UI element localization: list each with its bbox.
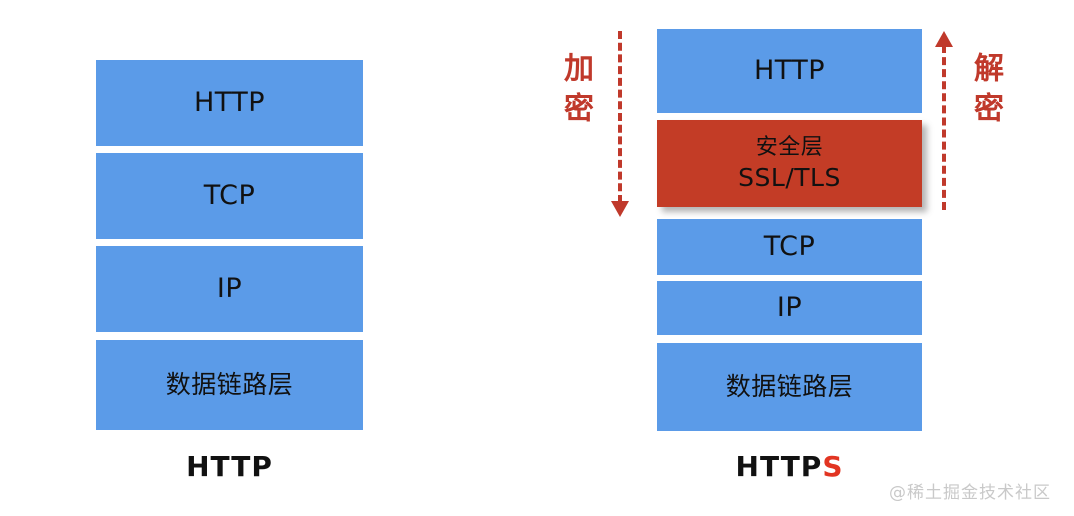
left-layer-tcp-label: TCP	[203, 180, 256, 212]
decrypt-arrow-line	[942, 45, 946, 210]
decrypt-arrow-head-icon	[935, 31, 953, 47]
right-layer-tcp: TCP	[657, 219, 922, 275]
watermark-text: @稀土掘金技术社区	[889, 483, 1051, 503]
left-layer-http: HTTP	[96, 60, 363, 146]
left-layer-http-label: HTTP	[193, 87, 266, 119]
right-layer-data-link: 数据链路层	[657, 343, 922, 431]
right-layer-http: HTTP	[657, 29, 922, 113]
left-layer-data-link: 数据链路层	[96, 340, 363, 430]
right-layer-ip-label: IP	[776, 292, 803, 324]
right-layer-data-link-label: 数据链路层	[725, 372, 854, 402]
decrypt-flow-arrow	[931, 31, 957, 210]
right-stack-caption-accent: S	[822, 450, 844, 483]
right-layer-tcp-label: TCP	[763, 231, 816, 263]
encrypt-arrow-head-icon	[611, 201, 629, 217]
right-layer-security-label-cjk: 安全层	[755, 134, 824, 160]
left-stack-caption: HTTP	[96, 450, 363, 483]
left-layer-tcp: TCP	[96, 153, 363, 239]
left-layer-data-link-label: 数据链路层	[165, 370, 294, 400]
left-layer-ip: IP	[96, 246, 363, 332]
encrypt-flow-arrow	[607, 31, 633, 217]
right-layer-http-label: HTTP	[753, 55, 826, 87]
right-stack-caption-text: HTTP	[735, 450, 823, 483]
right-stack-caption: HTTPS	[657, 450, 922, 483]
left-stack-caption-text: HTTP	[186, 450, 273, 483]
right-layer-security: 安全层 SSL/TLS	[657, 120, 922, 207]
encrypt-arrow-line	[618, 31, 622, 203]
decrypt-label: 解密	[968, 52, 1003, 132]
left-layer-ip-label: IP	[216, 273, 243, 305]
right-layer-security-label-latin: SSL/TLS	[738, 162, 841, 192]
encrypt-label: 加密	[558, 52, 593, 132]
right-layer-ip: IP	[657, 281, 922, 335]
